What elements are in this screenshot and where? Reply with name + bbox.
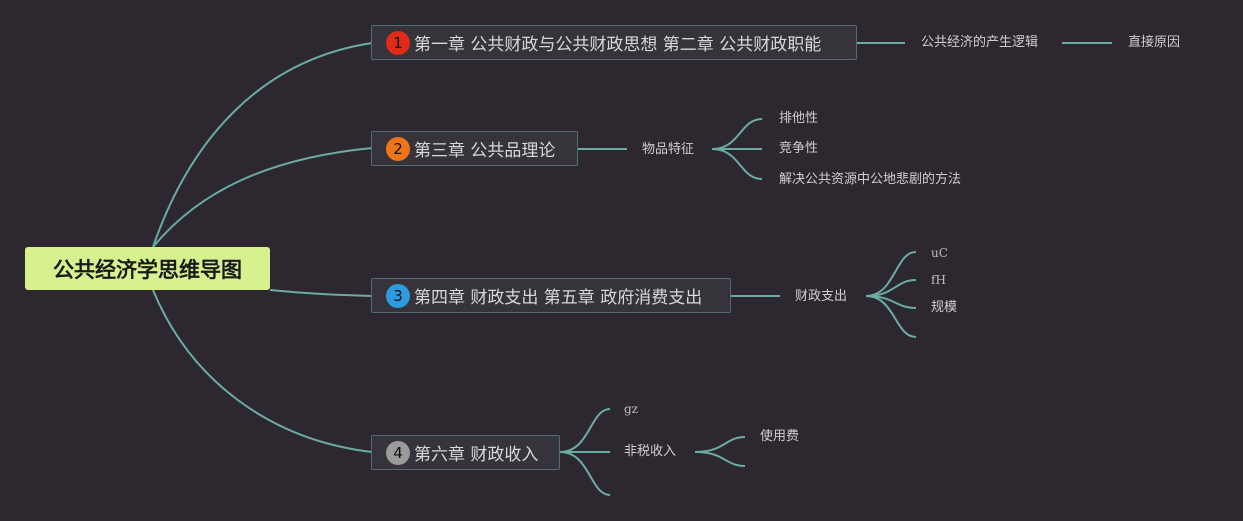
- connector-sub3-leaf4: [865, 295, 917, 338]
- connector-topic4-sub1: [559, 408, 611, 453]
- connector-root-topic1: [152, 42, 373, 248]
- leaf-uc[interactable]: uC: [931, 246, 948, 260]
- leaf-scale[interactable]: 规模: [931, 300, 958, 315]
- leaf-direct-cause[interactable]: 直接原因: [1128, 35, 1181, 50]
- topic-label-3: 第四章 财政支出 第五章 政府消费支出: [414, 288, 703, 308]
- leaf-fh[interactable]: fH: [931, 273, 946, 287]
- topic-node-2[interactable]: 2 第三章 公共品理论: [371, 131, 578, 166]
- connector-root-topic3: [269, 289, 373, 297]
- connector-sub2-leaf3: [711, 148, 763, 180]
- leaf-excludability[interactable]: 排他性: [779, 111, 819, 126]
- topic-node-3[interactable]: 3 第四章 财政支出 第五章 政府消费支出: [371, 278, 731, 313]
- subtopic-nontax-revenue[interactable]: 非税收入: [624, 444, 677, 459]
- subtopic-goods-features[interactable]: 物品特征: [642, 142, 695, 157]
- topic-label-2: 第三章 公共品理论: [414, 141, 556, 161]
- subtopic-economic-logic[interactable]: 公共经济的产生逻辑: [921, 35, 1039, 50]
- leaf-rivalry[interactable]: 竞争性: [779, 141, 819, 156]
- connector-root-topic4: [152, 289, 373, 453]
- subtopic-fiscal-expenditure[interactable]: 财政支出: [795, 289, 848, 304]
- topic-label-1: 第一章 公共财政与公共财政思想 第二章 公共财政职能: [414, 35, 822, 55]
- subtopic-gz[interactable]: gz: [624, 402, 639, 416]
- leaf-commons-tragedy-solution[interactable]: 解决公共资源中公地悲剧的方法: [779, 172, 962, 187]
- number-badge-1: 1: [386, 30, 410, 55]
- connector-topic4-sub3: [559, 451, 611, 496]
- connector-nontax-leaf1: [694, 436, 746, 453]
- topic-node-4[interactable]: 4 第六章 财政收入: [371, 435, 560, 470]
- connector-root-topic2: [152, 147, 373, 248]
- topic-label-4: 第六章 财政收入: [414, 445, 539, 465]
- topic-node-1[interactable]: 1 第一章 公共财政与公共财政思想 第二章 公共财政职能: [371, 25, 857, 60]
- connector-sub2-leaf1: [711, 118, 763, 150]
- root-node[interactable]: 公共经济学思维导图: [25, 247, 270, 290]
- root-label: 公共经济学思维导图: [53, 257, 242, 282]
- number-badge-3: 3: [386, 283, 410, 308]
- number-badge-2: 2: [386, 136, 410, 161]
- connector-nontax-leaf2: [694, 451, 746, 467]
- connector-sub3-leaf2: [865, 279, 917, 297]
- leaf-user-fee[interactable]: 使用费: [760, 429, 800, 444]
- number-badge-4: 4: [386, 440, 410, 465]
